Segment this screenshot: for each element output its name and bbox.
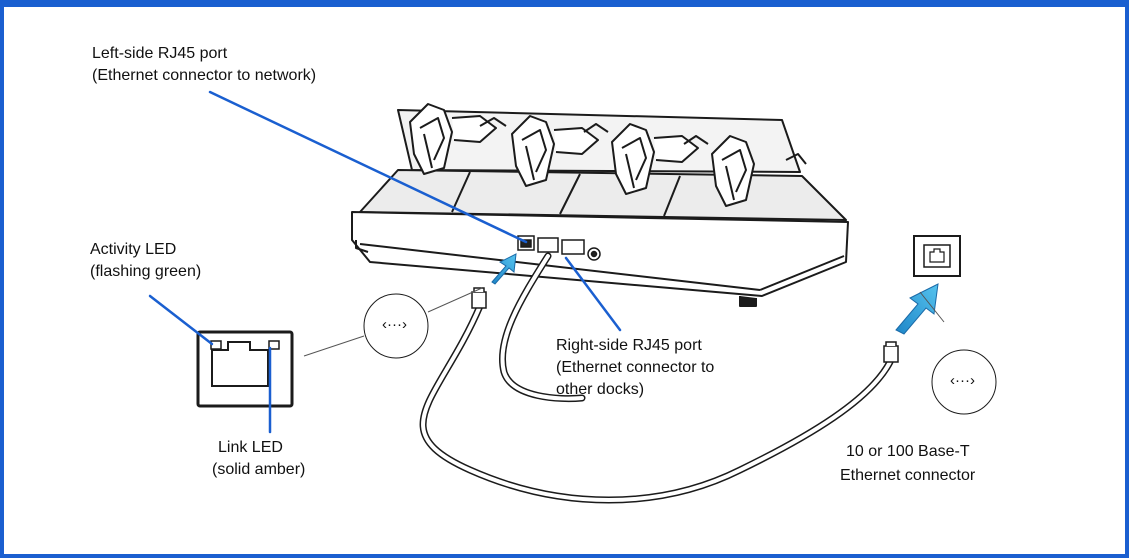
dock-loop-cable xyxy=(499,252,586,403)
left-port-title: Left-side RJ45 port xyxy=(92,45,228,62)
link-led-indicator xyxy=(268,340,280,350)
network-cable xyxy=(419,302,894,504)
port-led-detail xyxy=(196,330,294,408)
right-port-desc-1: (Ethernet connector to xyxy=(556,359,715,376)
base-t-title: 10 or 100 Base-T xyxy=(846,443,970,460)
insert-arrow-wall xyxy=(895,283,939,335)
magnify-circle-left xyxy=(363,293,429,359)
detail-connector-lines xyxy=(303,287,945,357)
link-led-title: Link LED xyxy=(218,439,283,456)
right-port-title: Right-side RJ45 port xyxy=(556,337,702,354)
rj45-plug-left xyxy=(471,287,487,309)
ethernet-wall-jack-icon xyxy=(913,235,961,277)
callout-activity-led xyxy=(148,294,214,346)
callout-left-port xyxy=(208,90,528,244)
magnify-symbol-right: ‹···› xyxy=(950,372,975,389)
callout-right-port xyxy=(564,256,622,332)
link-led-desc: (solid amber) xyxy=(212,461,306,478)
left-port-desc: (Ethernet connector to network) xyxy=(92,67,317,84)
rj45-plug-right xyxy=(883,341,899,363)
base-t-desc: Ethernet connector xyxy=(840,467,976,484)
right-port-desc-2: other docks) xyxy=(556,381,645,398)
insert-arrow-dock xyxy=(491,253,517,285)
magnify-circle-right xyxy=(931,349,997,415)
activity-led-desc: (flashing green) xyxy=(90,263,202,280)
activity-led-title: Activity LED xyxy=(90,241,177,258)
callout-lines xyxy=(148,90,622,434)
activity-led-indicator xyxy=(210,340,222,350)
magnify-symbol-left: ‹···› xyxy=(382,316,407,333)
dock-cradles xyxy=(409,103,807,207)
